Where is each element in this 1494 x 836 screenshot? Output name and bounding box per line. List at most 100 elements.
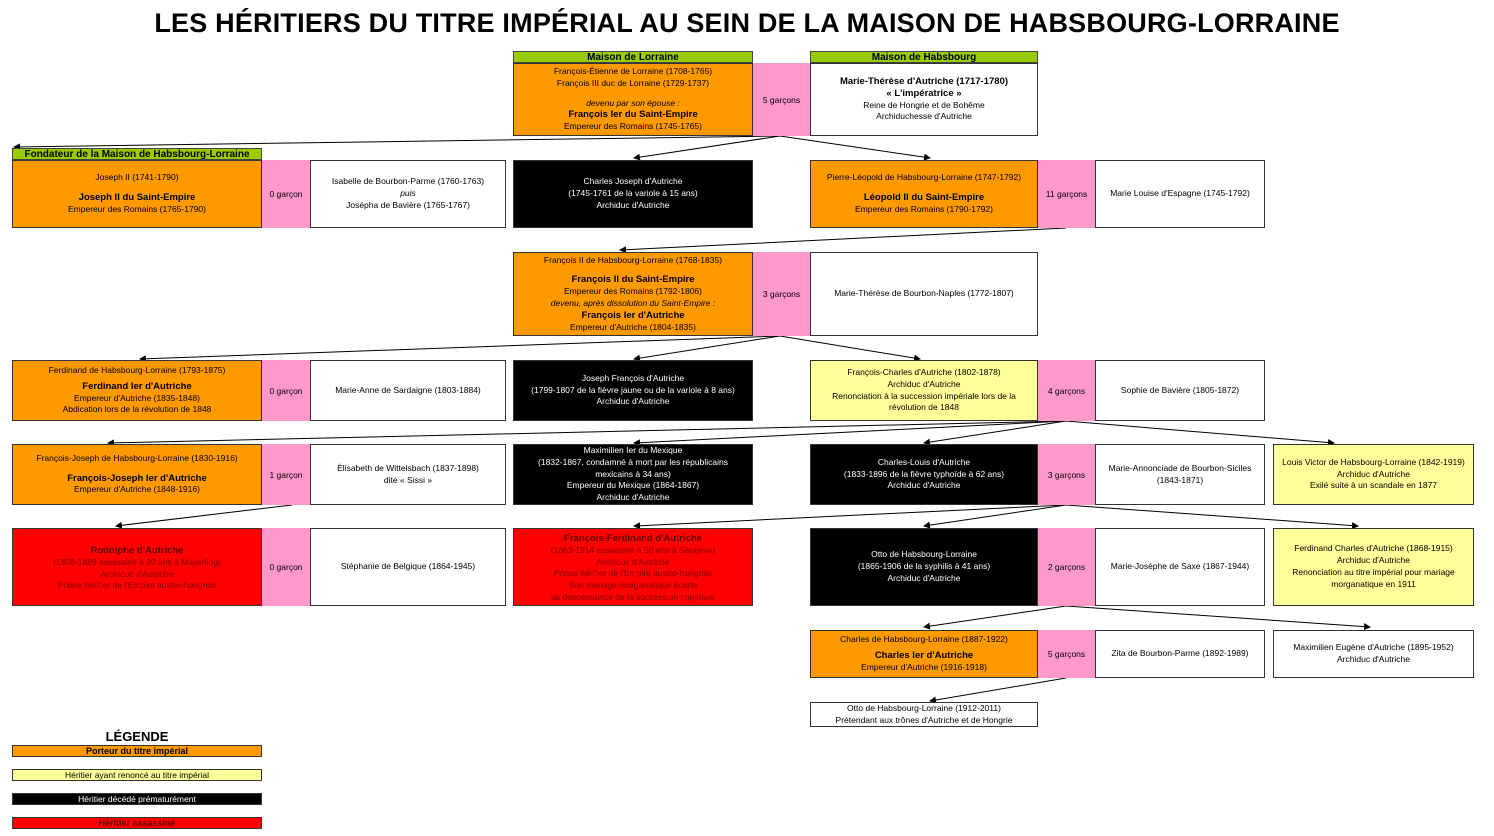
person-line: devenu, après dissolution du Saint-Empir… [550, 298, 716, 308]
person-line: (1832-1867, condamné à mort par les répu… [538, 456, 728, 467]
person-line: morganatique en 1911 [1331, 578, 1416, 589]
sons-count: 11 garçons [1038, 160, 1095, 228]
person-marie-annonciade: Marie-Annonciade de Bourbon-Siciles (184… [1095, 444, 1265, 505]
person-francois-charles: François-Charles d'Autriche (1802-1878) … [810, 360, 1038, 421]
person-francois-etienne: François-Étienne de Lorraine (1708-1765)… [513, 63, 753, 136]
person-line: (1863-1914 assassiné à 50 ans à Sarajevo… [550, 544, 716, 555]
person-line: Ferdinand de Habsbourg-Lorraine (1793-18… [48, 364, 226, 375]
person-line: François-Étienne de Lorraine (1708-1765) [553, 66, 713, 76]
person-marie-therese-bourbon-naples: Marie-Thérèse de Bourbon-Naples (1772-18… [810, 252, 1038, 336]
person-line: Josépha de Bavière (1765-1767) [346, 199, 470, 210]
person-line: François Ier du Saint-Empire [568, 109, 698, 121]
person-ferdinand-charles: Ferdinand Charles d'Autriche (1868-1915)… [1273, 528, 1474, 606]
person-line: Empereur d'Autriche (1835-1848) [74, 392, 200, 403]
person-line: Archiduc d'Autriche [1337, 654, 1410, 664]
person-line: Maximilien Ier du Mexique [583, 445, 683, 455]
person-otto-1865: Otto de Habsbourg-Lorraine (1865-1906 de… [810, 528, 1038, 606]
person-franz-ferdinand: François-Ferdinand d'Autriche (1863-1914… [513, 528, 753, 606]
person-line: François II de Habsbourg-Lorraine (1768-… [543, 254, 723, 265]
person-line: (1865-1906 de la syphilis à 41 ans) [857, 561, 991, 572]
person-line: Prince héritier de l'Empire austro-hongr… [57, 580, 217, 591]
person-line: Marie-Thérèse d'Autriche (1717-1780) [839, 75, 1009, 87]
person-line: Prince héritier de l'Empire austro-hongr… [553, 568, 713, 579]
person-line: Charles de Habsbourg-Lorraine (1887-1922… [840, 634, 1008, 645]
person-line: Empereur d'Autriche (1848-1916) [74, 484, 200, 495]
person-otto-1912: Otto de Habsbourg-Lorraine (1912-2011) P… [810, 702, 1038, 727]
person-line: Charles Ier d'Autriche [874, 650, 974, 662]
sons-count: 3 garçons [1038, 444, 1095, 505]
person-line: Exilé suite à un scandale en 1877 [1309, 480, 1438, 491]
person-line: François Ier d'Autriche [581, 309, 685, 321]
person-line: Louis Victor de Habsbourg-Lorraine (1842… [1282, 456, 1465, 467]
person-line: Empereur des Romains (1745-1765) [564, 121, 702, 132]
person-line: François-Charles d'Autriche (1802-1878) [847, 366, 1001, 377]
person-line: Charles Joseph d'Autriche [583, 176, 683, 187]
person-charles-louis: Charles-Louis d'Autriche (1833-1896 de l… [810, 444, 1038, 505]
legend-porteur: Porteur du titre impérial [12, 745, 262, 757]
person-line: Archiduc d'Autriche [887, 378, 961, 389]
person-marie-therese: Marie-Thérèse d'Autriche (1717-1780) « L… [810, 63, 1038, 136]
person-line: Archiduc d'Autriche [100, 568, 174, 579]
person-charles-i: Charles de Habsbourg-Lorraine (1887-1922… [810, 630, 1038, 678]
person-line: sa descendance de la succession impérial… [551, 591, 715, 602]
legend-assassine: Héritier assassiné [12, 817, 262, 829]
person-line: devenu par son épouse : [586, 97, 680, 108]
legend-decede: Héritier décédé prématurément [12, 793, 262, 805]
person-line: François II du Saint-Empire [571, 274, 695, 286]
person-line: Archiduc d'Autriche [596, 396, 670, 407]
person-line: Abdication lors de la révolution de 1848 [62, 404, 212, 415]
person-line: Joseph II (1741-1790) [95, 172, 179, 183]
person-line: Archiduc d'Autriche [887, 480, 961, 491]
page-title: LES HÉRITIERS DU TITRE IMPÉRIAL AU SEIN … [154, 8, 1340, 38]
person-charles-joseph: Charles Joseph d'Autriche (1745-1761 de … [513, 160, 753, 228]
person-line: Prétendant aux trônes d'Autriche et de H… [835, 714, 1013, 725]
person-line: Sophie de Bavière (1805-1872) [1120, 384, 1240, 395]
sons-count: 5 garçons [1038, 630, 1095, 678]
person-line: Isabelle de Bourbon-Parme (1760-1763) [331, 176, 485, 187]
person-line: Joseph II du Saint-Empire [78, 192, 196, 204]
person-ferdinand-i: Ferdinand de Habsbourg-Lorraine (1793-18… [12, 360, 262, 421]
person-line: Archiduc d'Autriche [596, 199, 670, 210]
person-line: Reine de Hongrie et de Bohême [863, 99, 985, 110]
person-line: (1745-1761 de la variole à 15 ans) [568, 188, 698, 199]
person-line: Ferdinand Ier d'Autriche [82, 380, 192, 392]
person-line: Otto de Habsbourg-Lorraine [871, 549, 977, 560]
person-line: Empereur d'Autriche (1804-1835) [570, 321, 696, 332]
person-line: « L'impératrice » [886, 87, 962, 99]
person-line: François-Joseph Ier d'Autriche [67, 472, 207, 484]
person-line: Maximilien Eugène d'Autriche (1895-1952) [1293, 642, 1454, 653]
person-franz-joseph: François-Joseph de Habsbourg-Lorraine (1… [12, 444, 262, 505]
sons-count: 1 garçon [262, 444, 310, 505]
person-line: Stéphanie de Belgique (1864-1945) [340, 561, 476, 572]
person-joseph-ii: Joseph II (1741-1790) Joseph II du Saint… [12, 160, 262, 228]
header-fondateur: Fondateur de la Maison de Habsbourg-Lorr… [12, 148, 262, 160]
person-line: Marie-Josèphe de Saxe (1867-1944) [1110, 561, 1250, 572]
person-line: Empereur des Romains (1792-1806) [564, 286, 702, 297]
person-line: puis [400, 188, 416, 199]
person-rodolphe: Rodolphe d'Autriche (1858-1889 assassiné… [12, 528, 262, 606]
person-joseph-francois: Joseph François d'Autriche (1799-1807 de… [513, 360, 753, 421]
person-elisabeth-wittelsbach: Élisabeth de Wittelsbach (1837-1898) dit… [310, 444, 506, 505]
person-line: Marie-Thérèse de Bourbon-Naples (1772-18… [834, 288, 1014, 299]
person-sophie-baviere: Sophie de Bavière (1805-1872) [1095, 360, 1265, 421]
person-louis-victor: Louis Victor de Habsbourg-Lorraine (1842… [1273, 444, 1474, 505]
person-leopold-ii: Pierre-Léopold de Habsbourg-Lorraine (17… [810, 160, 1038, 228]
person-line: Marie-Anne de Sardaigne (1803-1884) [335, 384, 481, 395]
person-line: Renonciation au titre impérial pour mari… [1292, 567, 1455, 577]
person-line: Zita de Bourbon-Parme (1892-1989) [1111, 648, 1249, 659]
person-line: (1843-1871) [1156, 474, 1204, 485]
person-maximilien-eugene: Maximilien Eugène d'Autriche (1895-1952)… [1273, 630, 1474, 678]
person-line: Léopold II du Saint-Empire [863, 192, 985, 204]
person-line: Empereur du Mexique (1864-1867) [566, 480, 700, 491]
sons-count: 5 garçons [753, 63, 810, 136]
legend-title: LÉGENDE [105, 729, 169, 744]
legend-renonce: Héritier ayant renoncé au titre impérial [12, 769, 262, 781]
person-line: Rodolphe d'Autriche [90, 545, 184, 556]
sons-count: 0 garçon [262, 160, 310, 228]
person-line: François-Ferdinand d'Autriche [564, 533, 702, 544]
person-isabelle-bourbon-parme: Isabelle de Bourbon-Parme (1760-1763) pu… [310, 160, 506, 228]
person-line: Archiduc d'Autriche [1337, 468, 1410, 479]
sons-count: 3 garçons [753, 252, 810, 336]
person-line: mexicains à 34 ans) [595, 468, 671, 479]
